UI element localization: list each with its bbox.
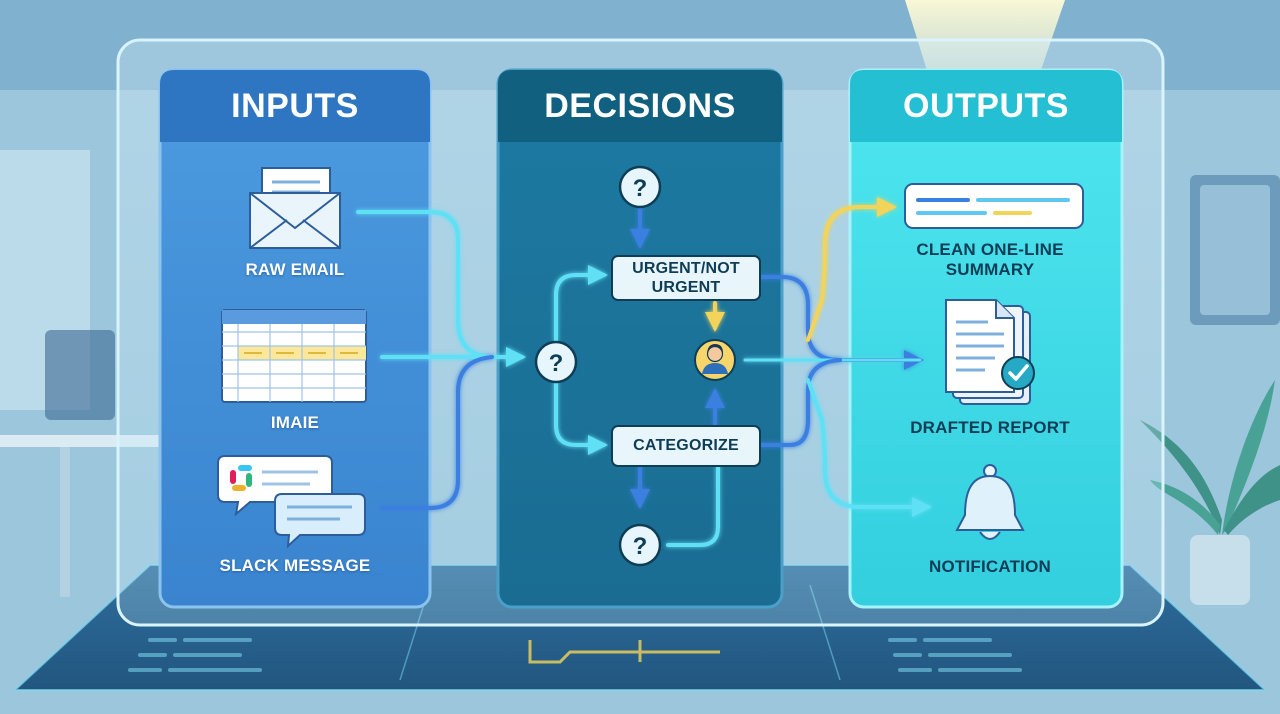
slack-message-label: SLACK MESSAGE bbox=[219, 556, 371, 575]
person-avatar-icon bbox=[694, 339, 736, 381]
urgency-decision-box bbox=[611, 255, 761, 301]
drafted-report-label: DRAFTED REPORT bbox=[910, 418, 1070, 437]
decisions-panel bbox=[496, 68, 784, 609]
decision-node-entry: ? bbox=[534, 340, 578, 384]
flow-connectors bbox=[356, 197, 932, 547]
bell-icon bbox=[955, 464, 1025, 540]
decisions-title: DECISIONS bbox=[544, 87, 736, 125]
summary-label: CLEAN ONE-LINE SUMMARY bbox=[880, 240, 1100, 280]
categorize-decision-box bbox=[611, 425, 761, 467]
document-check-icon bbox=[945, 299, 1035, 405]
decision-node-bottom: ? bbox=[618, 523, 662, 567]
notification-label: NOTIFICATION bbox=[928, 557, 1051, 576]
svg-text:?: ? bbox=[549, 350, 564, 377]
slack-logo bbox=[230, 465, 252, 491]
table-label: IMAIE bbox=[270, 413, 320, 432]
decision-node-top: ? bbox=[618, 165, 662, 209]
urgency-label-line1: URGENT/NOT bbox=[632, 260, 740, 277]
summary-label-line2: SUMMARY bbox=[945, 260, 1035, 279]
spreadsheet-icon bbox=[221, 309, 367, 403]
summary-card-icon bbox=[904, 183, 1084, 229]
svg-text:?: ? bbox=[633, 533, 648, 560]
raw-email-label: RAW EMAIL bbox=[245, 260, 345, 279]
outputs-title: OUTPUTS bbox=[903, 87, 1069, 125]
urgency-label: URGENT/NOT URGENT bbox=[612, 259, 760, 297]
summary-label-line1: CLEAN ONE-LINE bbox=[916, 240, 1064, 259]
svg-text:?: ? bbox=[633, 175, 648, 202]
plant bbox=[1140, 380, 1280, 605]
urgency-label-line2: URGENT bbox=[651, 279, 721, 296]
categorize-label: CATEGORIZE bbox=[633, 437, 739, 454]
chat-bubbles-icon bbox=[217, 455, 366, 549]
envelope-icon bbox=[249, 167, 341, 249]
inputs-title: INPUTS bbox=[231, 87, 359, 125]
